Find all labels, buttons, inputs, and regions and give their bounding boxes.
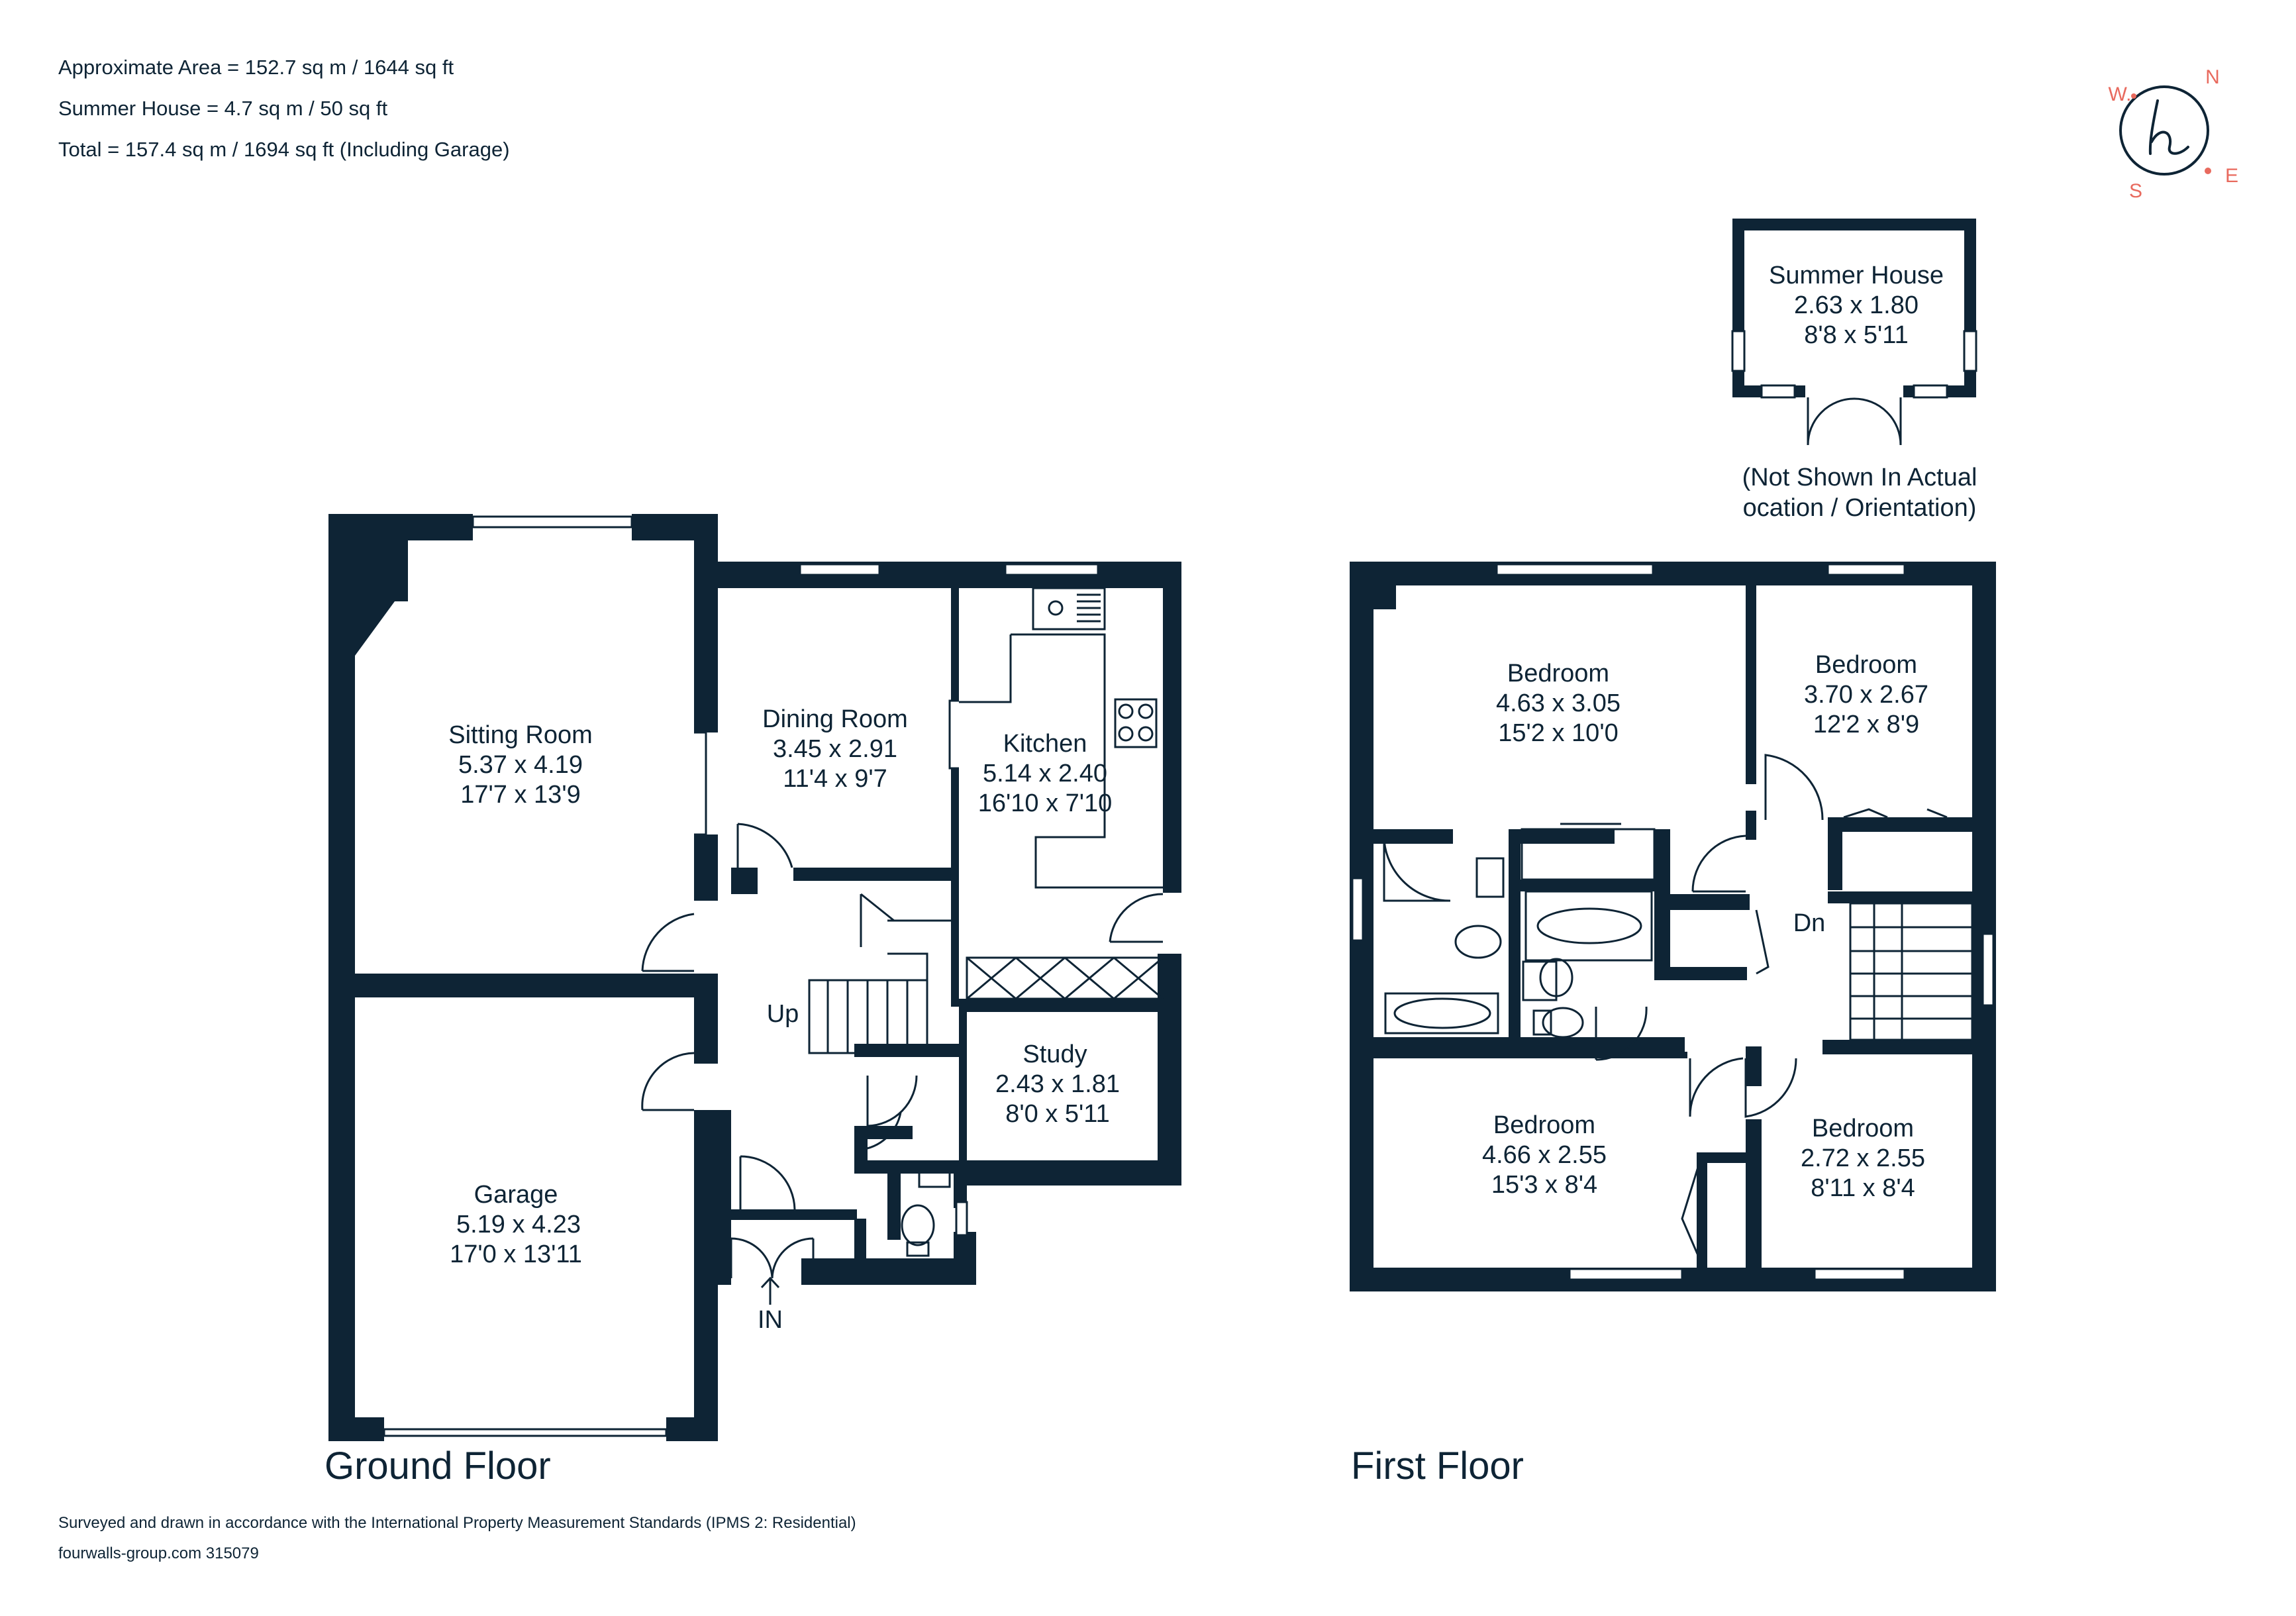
- first-floor-windows: [1351, 563, 1995, 1281]
- sitting-room-name: Sitting Room: [448, 721, 593, 749]
- bedroom-3-imperial: 15'3 x 8'4: [1491, 1171, 1597, 1199]
- first-floor-plan: [1350, 562, 1996, 1291]
- garage-name: Garage: [474, 1181, 558, 1209]
- compass-west: W.: [2109, 83, 2132, 105]
- company-reference: fourwalls-group.com 315079: [58, 1544, 259, 1562]
- summer-house-area-text: Summer House = 4.7 sq m / 50 sq ft: [58, 97, 388, 120]
- study-imperial: 8'0 x 5'11: [1005, 1100, 1109, 1128]
- bedroom-4-metric: 2.72 x 2.55: [1801, 1144, 1925, 1172]
- first-floor-doors: [1383, 754, 1948, 1259]
- ground-floor-plan: [328, 514, 1181, 1441]
- survey-standard-note: Surveyed and drawn in accordance with th…: [58, 1514, 856, 1532]
- summer-house-note-2: ocation / Orientation): [1743, 494, 1977, 522]
- compass-south: S: [2129, 180, 2142, 202]
- study-metric: 2.43 x 1.81: [995, 1070, 1120, 1098]
- compass-logo-icon: [2119, 85, 2211, 176]
- ground-floor-stairs: [808, 893, 955, 1054]
- study-name: Study: [1023, 1040, 1087, 1068]
- first-floor-title: First Floor: [1351, 1444, 1524, 1488]
- ground-floor-windows: [383, 515, 1099, 1437]
- kitchen-fittings: [959, 587, 1164, 1000]
- bedroom-4-imperial: 8'11 x 8'4: [1811, 1174, 1915, 1202]
- garage-imperial: 17'0 x 13'11: [450, 1240, 582, 1268]
- summer-house-imperial: 8'8 x 5'11: [1804, 321, 1908, 349]
- ground-floor-doors: [641, 699, 1164, 1279]
- summer-house-note-1: (Not Shown In Actual: [1742, 464, 1977, 491]
- bedroom-1-metric: 4.63 x 3.05: [1496, 689, 1621, 717]
- sitting-room-metric: 5.37 x 4.19: [458, 751, 583, 779]
- stairs-down-label: Dn: [1793, 909, 1826, 937]
- garage-metric: 5.19 x 4.23: [456, 1211, 581, 1238]
- bedroom-3-metric: 4.66 x 2.55: [1482, 1141, 1607, 1169]
- bedroom-3-name: Bedroom: [1493, 1111, 1595, 1139]
- bedroom-2-name: Bedroom: [1815, 651, 1917, 679]
- entrance-label: IN: [758, 1306, 783, 1334]
- bedroom-1-name: Bedroom: [1507, 660, 1609, 687]
- wc-fittings: [901, 1162, 951, 1257]
- entrance-arrow-icon: [760, 1276, 780, 1305]
- dining-room-imperial: 11'4 x 9'7: [783, 765, 887, 793]
- bedroom-2-imperial: 12'2 x 8'9: [1813, 711, 1919, 738]
- compass-north: N: [2205, 66, 2220, 88]
- summer-house-metric: 2.63 x 1.80: [1794, 291, 1919, 319]
- summer-house-name: Summer House: [1769, 262, 1944, 289]
- compass-east: E: [2225, 165, 2238, 187]
- bedroom-1-imperial: 15'2 x 10'0: [1498, 719, 1618, 747]
- bedroom-2-metric: 3.70 x 2.67: [1804, 681, 1928, 709]
- approximate-area-text: Approximate Area = 152.7 sq m / 1644 sq …: [58, 56, 454, 79]
- stairs-up-label: Up: [767, 1000, 799, 1028]
- dining-room-metric: 3.45 x 2.91: [773, 735, 897, 763]
- kitchen-metric: 5.14 x 2.40: [983, 760, 1107, 787]
- kitchen-imperial: 16'10 x 7'10: [978, 789, 1113, 817]
- summer-house-plan: [1731, 219, 1977, 446]
- dining-room-name: Dining Room: [762, 705, 908, 733]
- kitchen-name: Kitchen: [1003, 730, 1087, 758]
- ground-floor-title: Ground Floor: [324, 1444, 551, 1488]
- bedroom-4-name: Bedroom: [1812, 1115, 1914, 1142]
- first-floor-fittings: [1384, 823, 1973, 1041]
- total-area-text: Total = 157.4 sq m / 1694 sq ft (Includi…: [58, 138, 510, 161]
- sitting-room-imperial: 17'7 x 13'9: [460, 781, 580, 809]
